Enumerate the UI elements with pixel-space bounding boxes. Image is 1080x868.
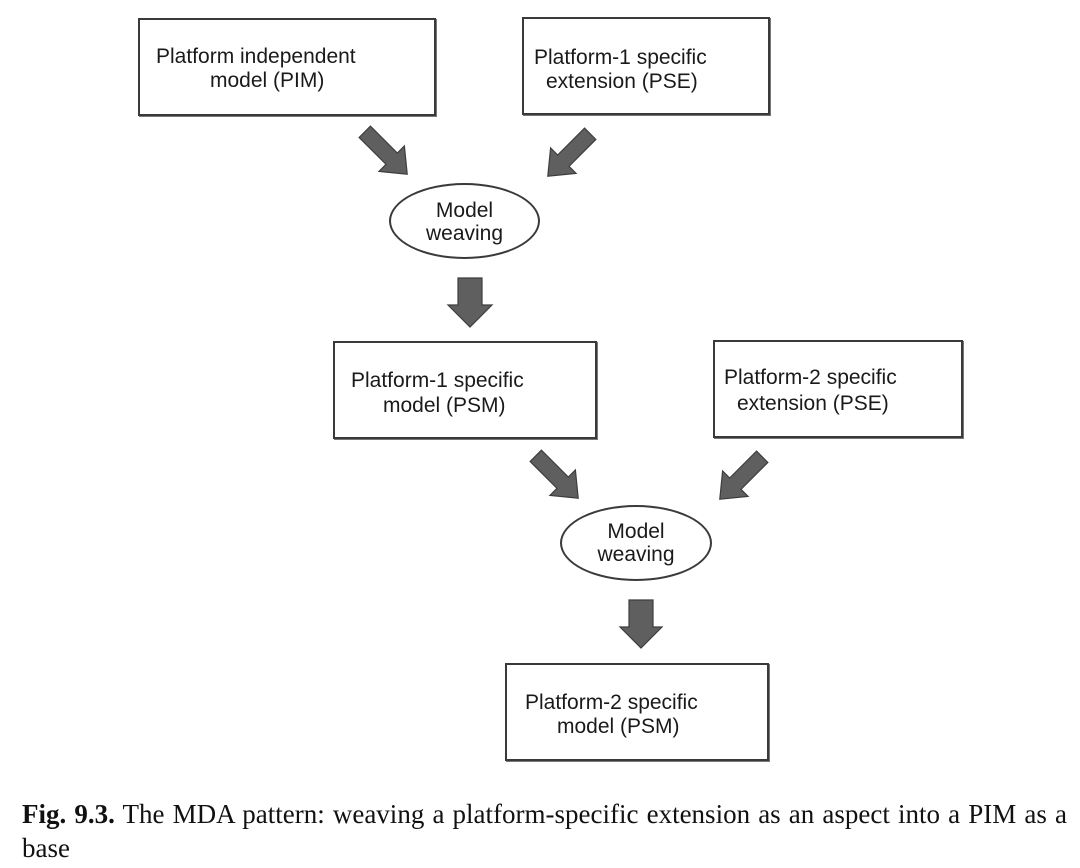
node-pse1: Platform-1 specific extension (PSE) (522, 17, 770, 115)
node-weave1: Model weaving (389, 183, 540, 259)
node-psm2-line1: Platform-2 specific (525, 691, 698, 714)
arrow-pse1-to-weave1 (547, 127, 597, 177)
caption-label: Fig. 9.3. (22, 799, 115, 829)
node-pim-line2: model (PIM) (210, 69, 325, 92)
node-psm1-line1: Platform-1 specific (351, 369, 524, 392)
node-psm1-line2: model (PSM) (383, 394, 506, 417)
node-psm2: Platform-2 specific model (PSM) (505, 663, 769, 761)
node-psm1: Platform-1 specific model (PSM) (333, 341, 597, 439)
node-pim: Platform independent model (PIM) (138, 18, 436, 116)
arrow-weave2-to-psm2 (618, 599, 664, 649)
node-pse2-line2: extension (PSE) (737, 392, 889, 415)
node-psm2-line2: model (PSM) (557, 715, 680, 738)
node-pse1-line1: Platform-1 specific (534, 46, 707, 69)
node-pim-line1: Platform independent (156, 45, 356, 68)
node-pse2: Platform-2 specific extension (PSE) (713, 340, 963, 438)
node-weave1-line2: weaving (425, 222, 504, 245)
node-weave2-line1: Model (607, 520, 665, 543)
arrow-pse2-to-weave2 (719, 450, 769, 500)
node-weave2: Model weaving (560, 505, 712, 581)
node-pse2-line1: Platform-2 specific (724, 366, 897, 389)
caption-text: The MDA pattern: weaving a platform-spec… (22, 799, 1067, 863)
node-pse1-line2: extension (PSE) (546, 70, 698, 93)
node-weave1-line1: Model (435, 199, 494, 222)
node-weave2-line2: weaving (597, 543, 675, 566)
figure-caption: Fig. 9.3. The MDA pattern: weaving a pla… (22, 797, 1067, 865)
arrow-weave1-to-psm1 (446, 277, 494, 328)
arrow-pim-to-weave1 (358, 125, 408, 175)
arrow-psm1-to-weave2 (529, 449, 579, 499)
